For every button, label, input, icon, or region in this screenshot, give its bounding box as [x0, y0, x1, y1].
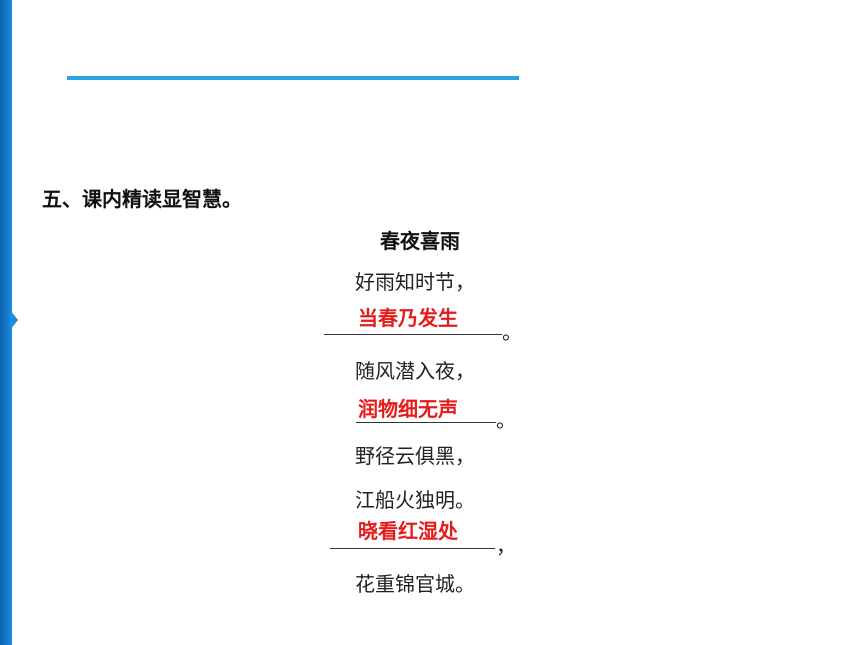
- poem-line-5: 野径云俱黑，: [355, 444, 475, 468]
- poem-line-1: 好雨知时节，: [355, 270, 475, 294]
- blank-line-2: [324, 334, 502, 335]
- blank-line-4: [356, 422, 496, 423]
- left-accent-bar: [0, 0, 12, 645]
- blank-line-7: [330, 548, 495, 549]
- slide-nav-arrow-icon[interactable]: [10, 310, 18, 330]
- answer-line-4: 润物细无声: [358, 397, 458, 421]
- poem-line-3: 随风潜入夜，: [355, 359, 475, 383]
- section-heading: 五、课内精读显智慧。: [42, 187, 242, 211]
- poem-line-6: 江船火独明。: [355, 488, 475, 512]
- answer-line-2: 当春乃发生: [358, 306, 458, 330]
- poem-line-8: 花重锦官城。: [355, 572, 475, 596]
- answer-line-7: 晓看红湿处: [358, 519, 458, 543]
- header-divider: [67, 76, 519, 80]
- punct-line-7: ，: [496, 534, 516, 558]
- poem-title: 春夜喜雨: [380, 229, 460, 253]
- punct-line-2: 。: [502, 320, 522, 344]
- punct-line-4: 。: [496, 408, 516, 432]
